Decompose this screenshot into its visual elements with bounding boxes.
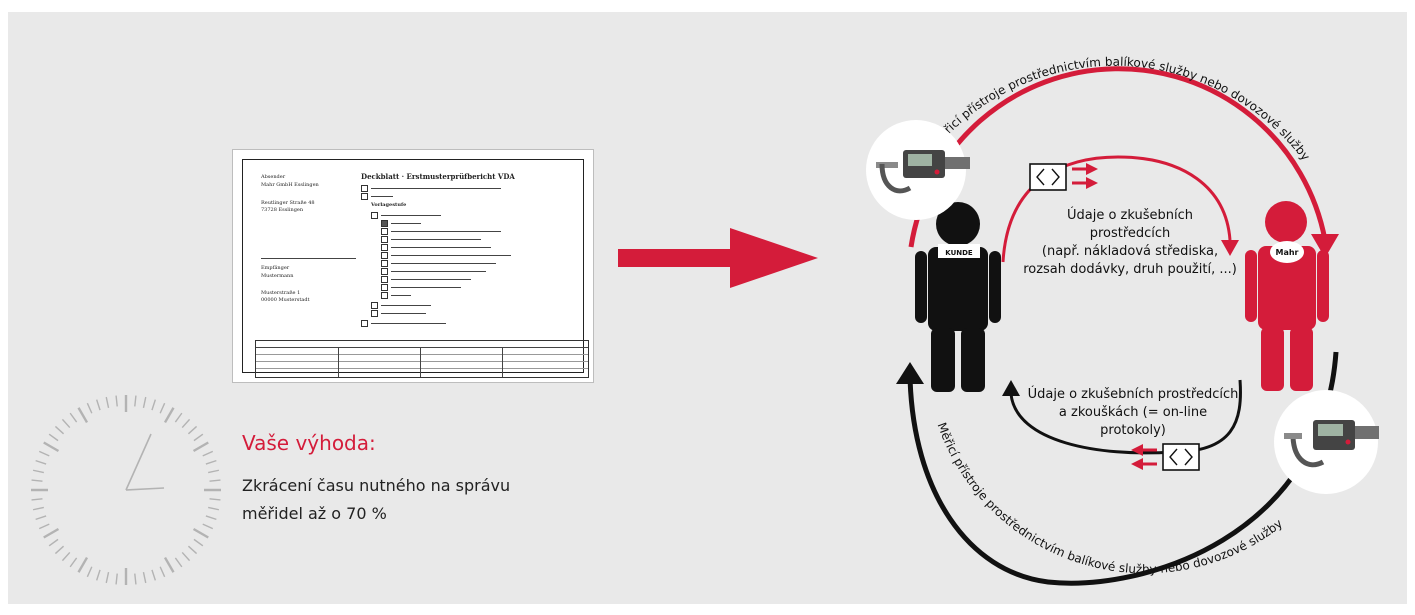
clock-tick: [86, 402, 93, 414]
clock-tick: [208, 506, 220, 511]
inner-arc-red: [1001, 155, 1232, 263]
clock-tick: [31, 479, 43, 482]
clock-tick: [95, 569, 101, 581]
arrow-right-icon: [618, 228, 818, 288]
clock-tick: [43, 527, 60, 539]
info-bottom-line-1: Údaje o zkušebních prostředcích: [1027, 387, 1239, 402]
clock-tick: [187, 425, 198, 435]
clock-tick: [163, 556, 175, 573]
clock-tick: [43, 441, 60, 453]
clock-tick: [69, 557, 78, 568]
clock-tick: [31, 498, 43, 501]
clock-tick: [105, 396, 110, 408]
outer-arc-black-arrowhead: [896, 362, 924, 384]
info-top-line-3: (např. nákladová střediska,: [1041, 244, 1219, 259]
clock-tick: [86, 566, 93, 578]
clock-icon: [31, 395, 221, 585]
form-document-thumbnail: Absender Mahr GmbH Esslingen Reutlinger …: [232, 149, 594, 383]
clock-tick: [32, 506, 44, 511]
clock-tick: [193, 538, 204, 547]
clock-tick: [142, 572, 147, 584]
clock-tick: [187, 545, 198, 555]
inner-arc-black-arrowhead: [1002, 380, 1020, 396]
clock-tick: [35, 515, 47, 521]
clock-tick: [32, 469, 44, 474]
clock-tick: [38, 523, 50, 530]
clock-tick: [95, 399, 101, 411]
clock-tick: [174, 557, 183, 568]
clock-tick: [54, 425, 65, 435]
clock-tick: [192, 527, 209, 539]
advantage-line-2: měřidel až o 70 %: [242, 504, 387, 523]
clock-tick: [77, 556, 89, 573]
advantage-line-1: Zkrácení času nutného na správu: [242, 476, 511, 495]
outer-arc-red-arrowhead: [1311, 234, 1339, 258]
clock-tick: [77, 407, 89, 424]
clock-tick: [105, 572, 110, 584]
clock-tick: [134, 573, 137, 585]
info-top-line-2: prostředcích: [1089, 226, 1171, 241]
provider-person-icon: Mahr: [1245, 201, 1329, 391]
bottom-arc-label: Měřicí přístroje prostřednictvím balíkov…: [935, 421, 1285, 577]
clock-tick: [151, 569, 157, 581]
clock-tick: [208, 469, 220, 474]
customer-person-icon: KUNDE: [915, 202, 1001, 392]
clock-tick: [192, 441, 209, 453]
clock-tick: [69, 412, 78, 423]
infographic-panel: Absender Mahr GmbH Esslingen Reutlinger …: [8, 12, 1407, 604]
envelope-icon: [1029, 163, 1098, 191]
clock-tick: [181, 551, 191, 562]
clock-tick: [61, 418, 71, 429]
info-bottom-text: Údaje o zkušebních prostředcích a zkoušk…: [1003, 386, 1263, 440]
clock-tick: [163, 407, 175, 424]
clock-tick: [38, 450, 50, 457]
clock-tick: [35, 459, 47, 465]
outer-arc-black: [907, 351, 1339, 586]
clock-tick: [193, 433, 204, 442]
advantage-description: Zkrácení času nutného na správu měřidel …: [242, 472, 602, 528]
info-top-text: Údaje o zkušebních prostředcích (např. n…: [1000, 207, 1260, 279]
clock-tick: [151, 399, 157, 411]
service-cycle-diagram: Měřicí přístroje prostřednictvím balíkov…: [866, 55, 1379, 586]
clock-tick: [48, 433, 59, 442]
clock-tick: [174, 412, 183, 423]
clock-tick: [159, 402, 166, 414]
customer-badge-label: KUNDE: [945, 249, 973, 257]
clock-tick: [115, 395, 118, 407]
clock-tick: [115, 573, 118, 585]
clock-tick: [134, 395, 137, 407]
info-bottom-line-3: protokoly): [1100, 423, 1166, 438]
inner-arc-red-arrowhead: [1221, 240, 1239, 256]
micrometer-icon: [866, 120, 970, 220]
clock-tick: [209, 479, 221, 482]
clock-tick: [61, 551, 71, 562]
info-top-line-4: rozsah dodávky, druh použití, ...): [1023, 262, 1237, 277]
info-top-line-1: Údaje o zkušebních: [1066, 208, 1193, 223]
clock-tick: [205, 515, 217, 521]
envelope-icon-return: [1131, 443, 1200, 471]
clock-tick: [181, 418, 191, 429]
clock-tick: [159, 566, 166, 578]
provider-badge-label: Mahr: [1276, 248, 1299, 257]
clock-tick: [209, 498, 221, 501]
clock-tick: [142, 396, 147, 408]
clock-tick: [205, 459, 217, 465]
clock-tick: [202, 523, 214, 530]
clock-tick: [48, 538, 59, 547]
advantage-title: Vaše výhoda:: [242, 431, 376, 455]
info-bottom-line-2: a zkouškách (= on-line: [1058, 405, 1208, 420]
micrometer-icon-return: [1274, 390, 1379, 494]
clock-tick: [202, 450, 214, 457]
clock-tick: [54, 545, 65, 555]
